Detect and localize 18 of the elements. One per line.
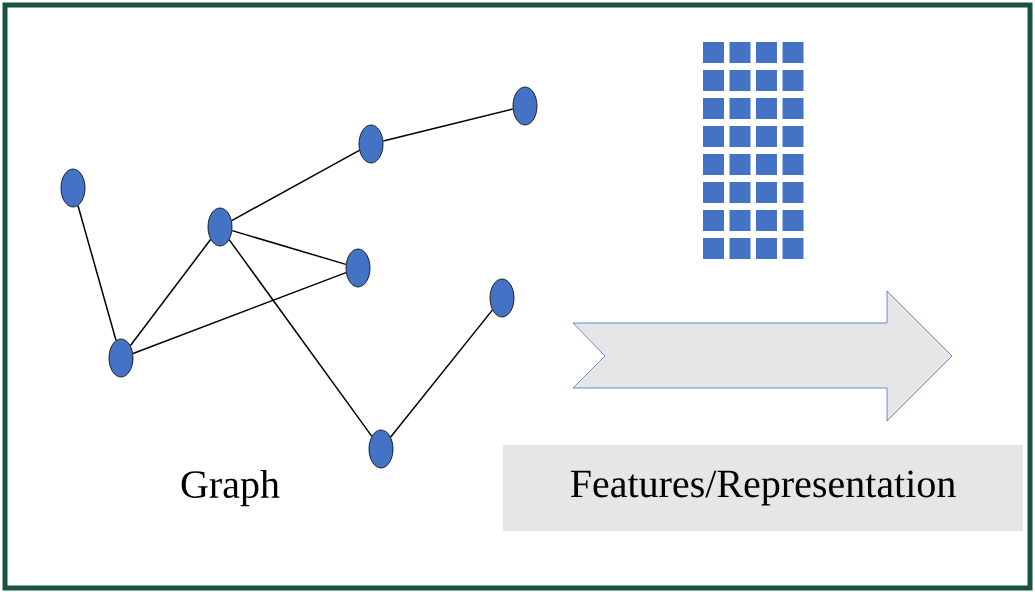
graph-vertex — [368, 429, 394, 469]
graph-edge — [132, 271, 347, 355]
graph-edge — [382, 108, 514, 142]
graph-caption: Graph — [181, 469, 280, 507]
graph-edge — [389, 309, 494, 438]
graph-vertex — [108, 338, 134, 378]
graph-edge — [230, 149, 361, 222]
graph-edge — [231, 229, 347, 266]
graph-edge — [77, 205, 117, 341]
text-box: Features/Representation — [503, 445, 1023, 531]
graph-vertex — [60, 168, 86, 208]
graph-vertex — [489, 278, 515, 318]
graph-vertex — [358, 124, 384, 164]
graph-edge — [228, 239, 373, 437]
graph-vertex — [345, 248, 371, 288]
graph-vertex — [512, 86, 538, 126]
graph-edge — [129, 238, 212, 347]
graph-vertex — [207, 207, 233, 247]
